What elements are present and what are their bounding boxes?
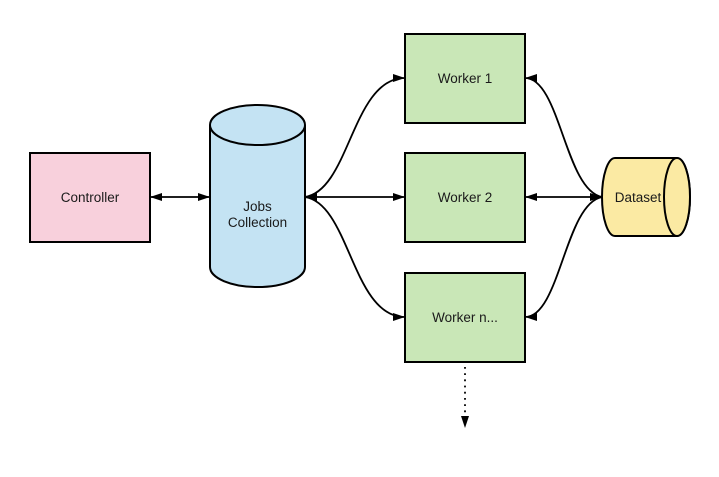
jobs-collection-cylinder-top [209, 104, 306, 146]
worker-2-label: Worker 2 [438, 190, 493, 205]
worker-2-box [404, 152, 526, 243]
edge-jobs-worker1 [304, 74, 406, 198]
jobs-collection-node: Jobs Collection [209, 104, 306, 288]
edge-dataset-worker1 [524, 74, 603, 198]
worker-1-box [404, 33, 526, 124]
edge-dataset-workern [524, 196, 603, 321]
worker-2-node: Worker 2 [404, 152, 526, 243]
controller-node: Controller [29, 152, 151, 243]
dataset-cylinder-end [663, 157, 691, 237]
jobs-collection-label-line1: Jobs [243, 199, 272, 214]
controller-box [29, 152, 151, 243]
jobs-collection-label-line2: Collection [228, 215, 287, 230]
dataset-node: Dataset [601, 157, 691, 237]
controller-label: Controller [61, 190, 120, 205]
worker-1-node: Worker 1 [404, 33, 526, 124]
worker-n-node: Worker n... [404, 272, 526, 363]
worker-n-label: Worker n... [432, 310, 498, 325]
edges [150, 74, 603, 428]
edge-jobs-workern [304, 196, 406, 321]
worker-n-box [404, 272, 526, 363]
worker-1-label: Worker 1 [438, 71, 493, 86]
jobs-collection-cylinder-body [209, 125, 306, 288]
dataset-label: Dataset [615, 190, 662, 205]
